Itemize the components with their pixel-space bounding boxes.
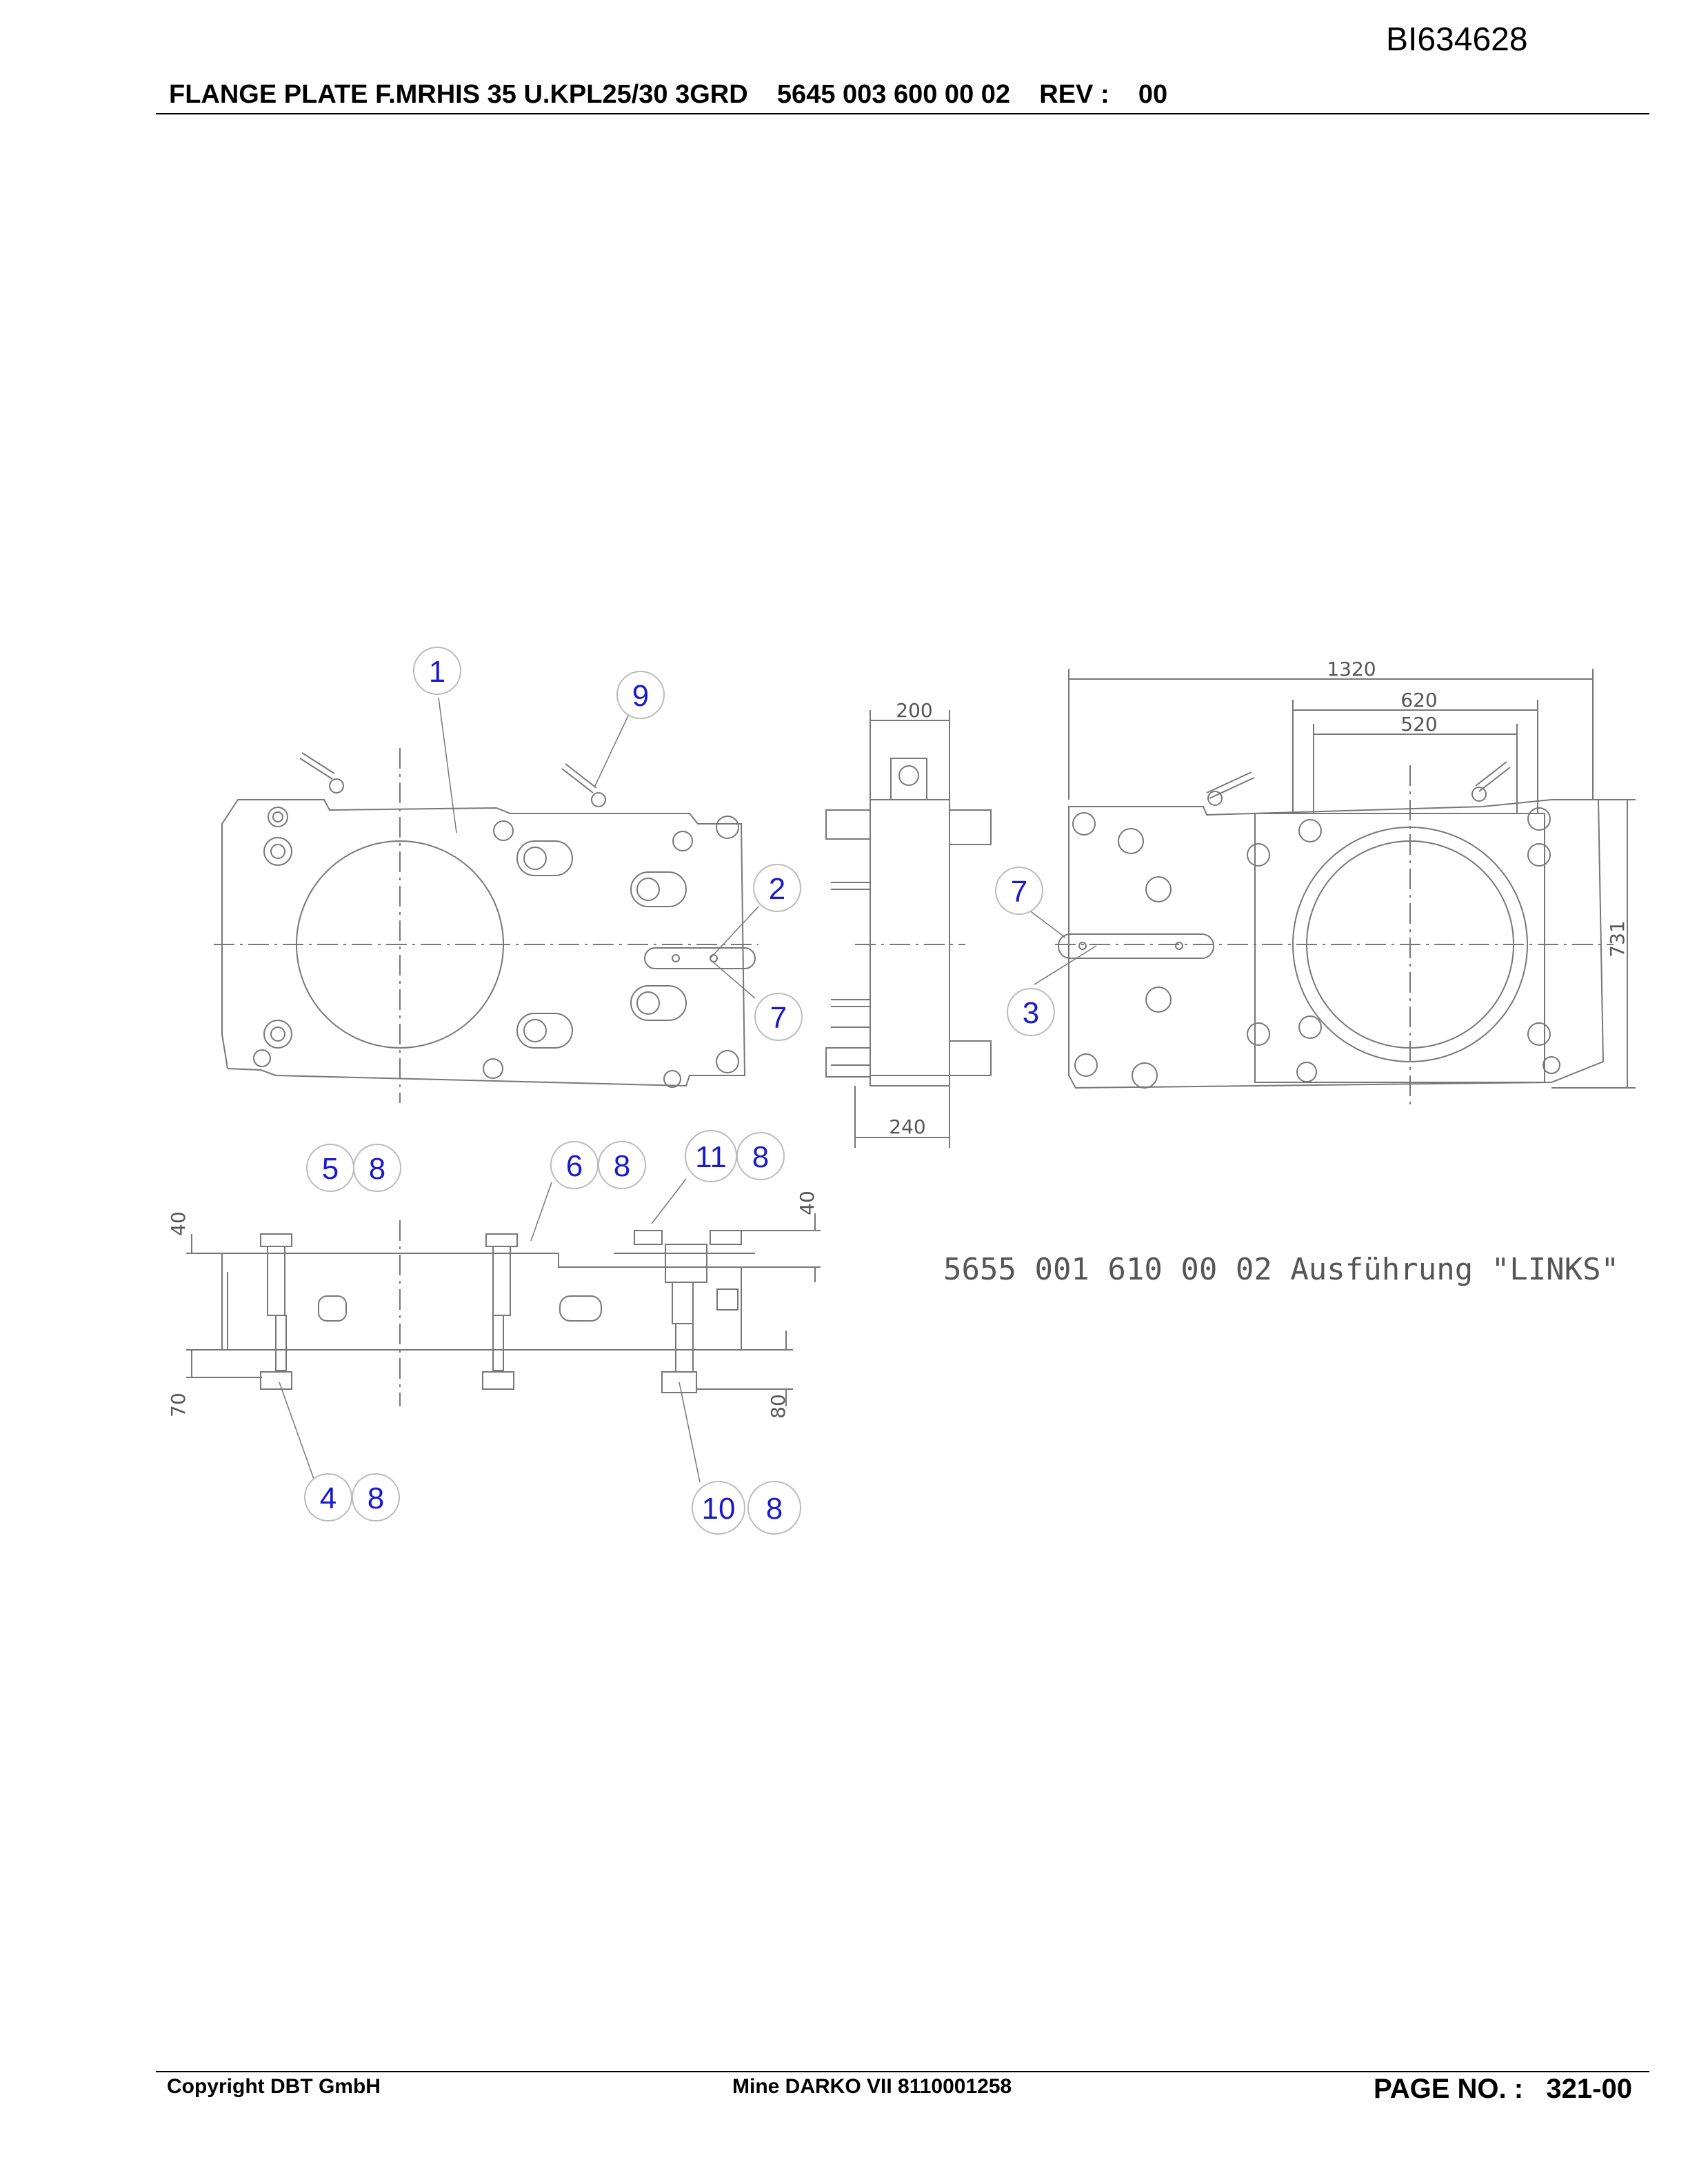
dimension-labels: 200 240 1320 620 520 731 40 70 40 80 xyxy=(167,658,1629,1419)
dim-240: 240 xyxy=(889,1115,925,1138)
page-label: PAGE NO. : xyxy=(1374,2074,1524,2104)
svg-text:3: 3 xyxy=(1023,996,1039,1030)
page-value: 321-00 xyxy=(1546,2074,1632,2104)
balloon-3: 3 xyxy=(1007,988,1055,1036)
svg-text:9: 9 xyxy=(632,679,649,713)
svg-text:7: 7 xyxy=(770,1001,787,1035)
part-number: 5645 003 600 00 02 xyxy=(776,80,1011,109)
balloon-5: 5 xyxy=(306,1144,354,1192)
item-balloons: 1 9 2 7 7 3 5 8 6 8 11 8 4 8 10 8 xyxy=(304,647,1055,1535)
dim-1320: 1320 xyxy=(1327,658,1376,680)
dim-200: 200 xyxy=(896,699,932,722)
dim-520: 520 xyxy=(1400,713,1437,736)
footer-rule xyxy=(156,2071,1649,2072)
svg-text:4: 4 xyxy=(320,1482,336,1515)
leader-lines xyxy=(279,697,1097,1483)
dim-620: 620 xyxy=(1400,689,1437,711)
balloon-8-c: 8 xyxy=(736,1132,785,1180)
balloon-1: 1 xyxy=(413,647,461,695)
balloon-8-a: 8 xyxy=(353,1144,401,1192)
balloon-9: 9 xyxy=(616,671,665,719)
balloon-7-rear: 7 xyxy=(995,867,1043,915)
balloon-11: 11 xyxy=(685,1130,737,1182)
svg-text:8: 8 xyxy=(614,1149,630,1183)
svg-text:8: 8 xyxy=(766,1492,783,1526)
balloon-7-front: 7 xyxy=(754,993,803,1041)
svg-text:7: 7 xyxy=(1011,875,1027,909)
balloon-8-e: 8 xyxy=(747,1481,801,1535)
side-view xyxy=(825,710,992,1148)
rear-view xyxy=(1055,669,1636,1110)
dim-70: 70 xyxy=(167,1393,190,1417)
front-view xyxy=(214,748,758,1103)
svg-text:1: 1 xyxy=(429,655,445,689)
balloon-6: 6 xyxy=(550,1141,599,1189)
drawing-title: FLANGE PLATE F.MRHIS 35 U.KPL25/30 3GRD xyxy=(169,80,748,109)
revision-value: 00 xyxy=(1138,80,1168,109)
variant-note: 5655 001 610 00 02 Ausführung "LINKS" xyxy=(943,1252,1619,1287)
dim-731: 731 xyxy=(1606,920,1629,957)
svg-text:8: 8 xyxy=(368,1482,384,1515)
dim-40-left: 40 xyxy=(167,1211,190,1236)
page-number: PAGE NO. : 321-00 xyxy=(1374,2074,1632,2105)
svg-text:10: 10 xyxy=(702,1492,736,1526)
balloon-8-b: 8 xyxy=(598,1141,646,1189)
svg-text:8: 8 xyxy=(369,1152,385,1186)
header-rule xyxy=(156,113,1649,114)
svg-text:11: 11 xyxy=(695,1140,727,1174)
svg-text:5: 5 xyxy=(322,1152,339,1186)
plan-view xyxy=(186,1213,821,1406)
balloon-8-d: 8 xyxy=(352,1473,400,1521)
dim-80: 80 xyxy=(767,1394,790,1419)
svg-text:6: 6 xyxy=(566,1149,583,1183)
svg-text:8: 8 xyxy=(752,1140,769,1174)
revision-label: REV : xyxy=(1039,80,1109,109)
header: FLANGE PLATE F.MRHIS 35 U.KPL25/30 3GRD … xyxy=(169,80,1167,110)
dim-40-right: 40 xyxy=(796,1191,818,1215)
balloon-10: 10 xyxy=(692,1481,745,1535)
svg-text:2: 2 xyxy=(769,872,785,906)
copyright-text: Copyright DBT GmbH xyxy=(167,2075,381,2098)
mine-reference: Mine DARKO VII 8110001258 xyxy=(732,2075,1012,2098)
document-id: BI634628 xyxy=(1386,21,1528,58)
balloon-4: 4 xyxy=(304,1473,352,1521)
balloon-2: 2 xyxy=(753,864,801,912)
